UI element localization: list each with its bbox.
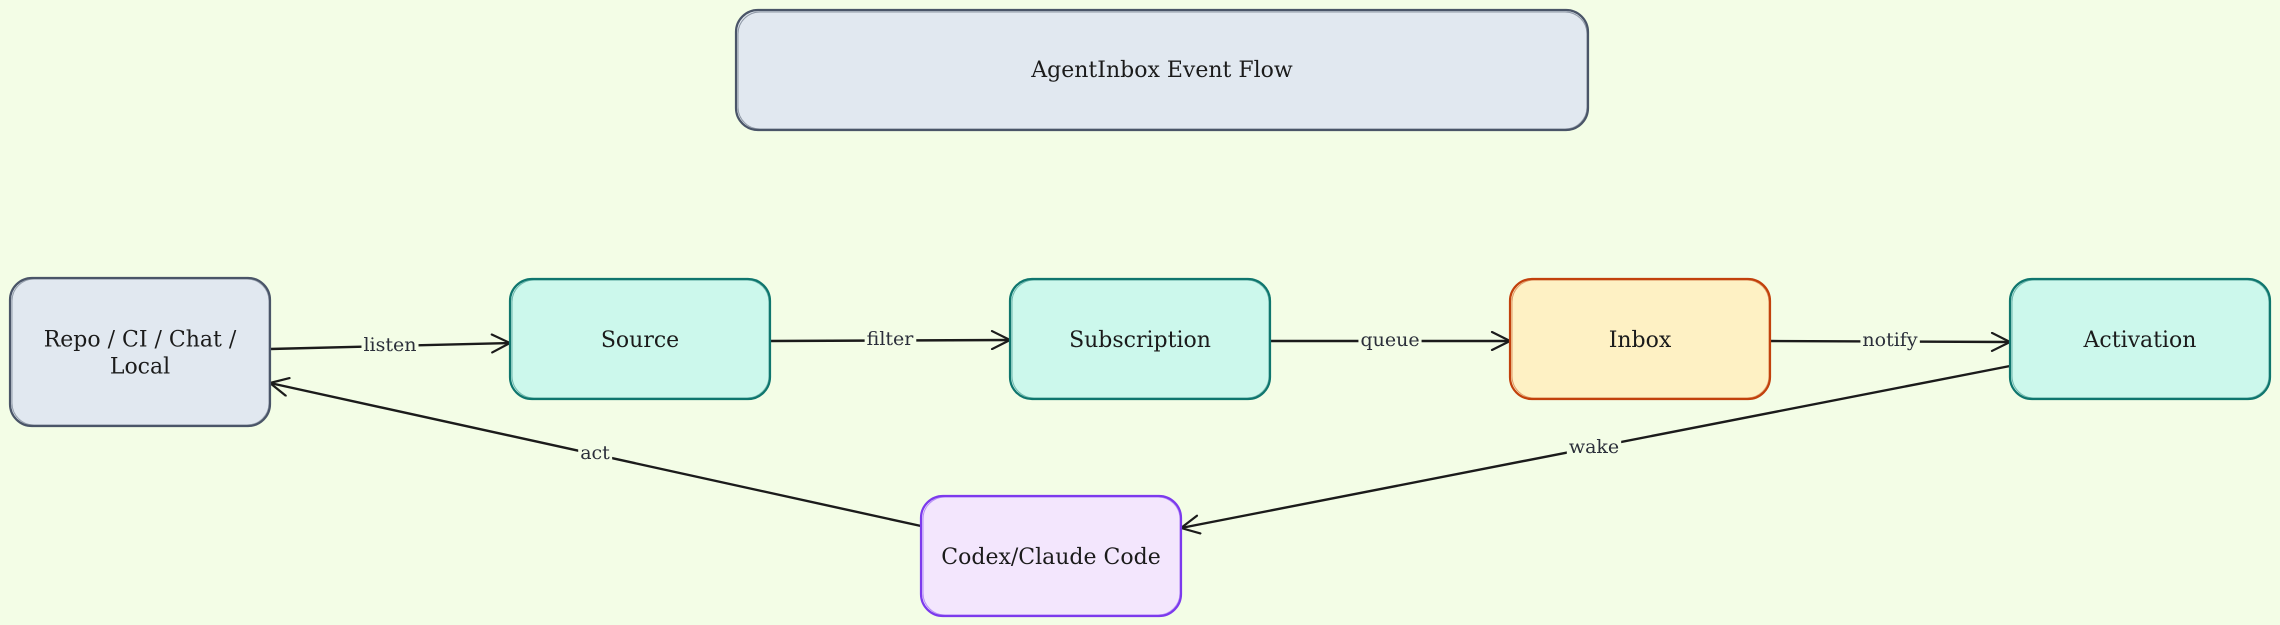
- edge-label-text: listen: [363, 334, 416, 356]
- edge-label-text: filter: [867, 328, 915, 350]
- edge-label-codex-repo: act: [578, 442, 613, 464]
- node-box-outline: [922, 496, 1181, 616]
- edge-label-text: wake: [1569, 436, 1619, 458]
- node-repo: Repo / CI / Chat /Local: [8, 276, 272, 428]
- node-box-outline: [2011, 279, 2270, 399]
- edge-label-background: [1358, 331, 1422, 349]
- node-subscription: Subscription: [1008, 277, 1272, 401]
- edge-label-background: [578, 444, 613, 462]
- node-box: [2008, 277, 2272, 401]
- edge-label-background: [1566, 438, 1622, 456]
- node-label: Codex/Claude Code: [941, 545, 1160, 570]
- node-label: Local: [110, 355, 170, 380]
- edge-labels-layer: listen filter queue notify wake act: [361, 328, 1920, 464]
- node-box-outline: [11, 278, 270, 426]
- edge-label-text: notify: [1862, 329, 1917, 351]
- node-box: [508, 277, 772, 401]
- edge-label-activation-codex: wake: [1566, 436, 1622, 458]
- node-box: [1508, 277, 1772, 401]
- edge-label-text: queue: [1360, 329, 1419, 351]
- node-box-outline: [1011, 279, 1270, 399]
- edge-label-background: [864, 330, 917, 348]
- nodes-layer: Repo / CI / Chat /Local Source Subscriptio…: [8, 276, 2272, 618]
- node-activation: Activation: [2008, 277, 2272, 401]
- node-box: [1008, 277, 1272, 401]
- node-box: [919, 494, 1183, 618]
- edge-label-background: [1860, 331, 1920, 349]
- edge-label-text: act: [580, 442, 610, 464]
- node-inbox: Inbox: [1508, 277, 1772, 401]
- node-label: Source: [601, 328, 679, 353]
- node-label: Activation: [2083, 328, 2197, 353]
- edge-label-inbox-activation: notify: [1860, 329, 1920, 351]
- edge-label-repo-source: listen: [361, 334, 419, 356]
- node-label: Inbox: [1609, 328, 1672, 353]
- node-source: Source: [508, 277, 772, 401]
- edge-label-background: [361, 336, 419, 354]
- node-box-outline: [1511, 279, 1770, 399]
- node-box: [8, 276, 272, 428]
- edge-label-source-subscription: filter: [864, 328, 917, 350]
- node-box-outline: [511, 279, 770, 399]
- node-codex: Codex/Claude Code: [919, 494, 1183, 618]
- node-label: Repo / CI / Chat /: [44, 328, 237, 353]
- edge-label-subscription-inbox: queue: [1358, 329, 1422, 351]
- diagram-title-box: AgentInbox Event Flow: [734, 8, 1590, 132]
- diagram-title: AgentInbox Event Flow: [1030, 58, 1293, 83]
- node-label: Subscription: [1069, 328, 1211, 353]
